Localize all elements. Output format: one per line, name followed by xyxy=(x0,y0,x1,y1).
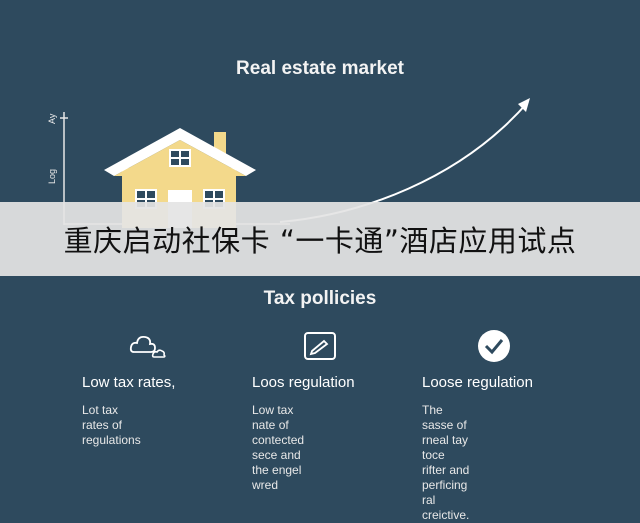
policy-heading-1: Low tax rates, xyxy=(82,374,176,391)
policy-body-3: The sasse of rneal tay toce rifter and p… xyxy=(422,403,470,522)
banner-text: 重庆启动社保卡 “一卡通”酒店应用试点 xyxy=(63,224,577,258)
check-circle-icon xyxy=(478,330,510,362)
edit-icon xyxy=(304,332,336,360)
policy-body-1: Lot tax rates of regulations xyxy=(82,403,141,447)
arrow-head-icon xyxy=(518,98,530,112)
headline-banner: 重庆启动社保卡 “一卡通”酒店应用试点 xyxy=(0,202,640,276)
section-title: Tax pollicies xyxy=(263,288,377,309)
chart-title: Real estate market xyxy=(236,58,404,79)
cloud-icon xyxy=(129,335,166,358)
y-axis-label-top: Ay xyxy=(47,113,57,124)
policy-heading-2: Loos regulation xyxy=(252,374,355,391)
policy-heading-3: Loose regulation xyxy=(422,374,533,391)
y-axis-label-mid: Log xyxy=(47,168,57,184)
